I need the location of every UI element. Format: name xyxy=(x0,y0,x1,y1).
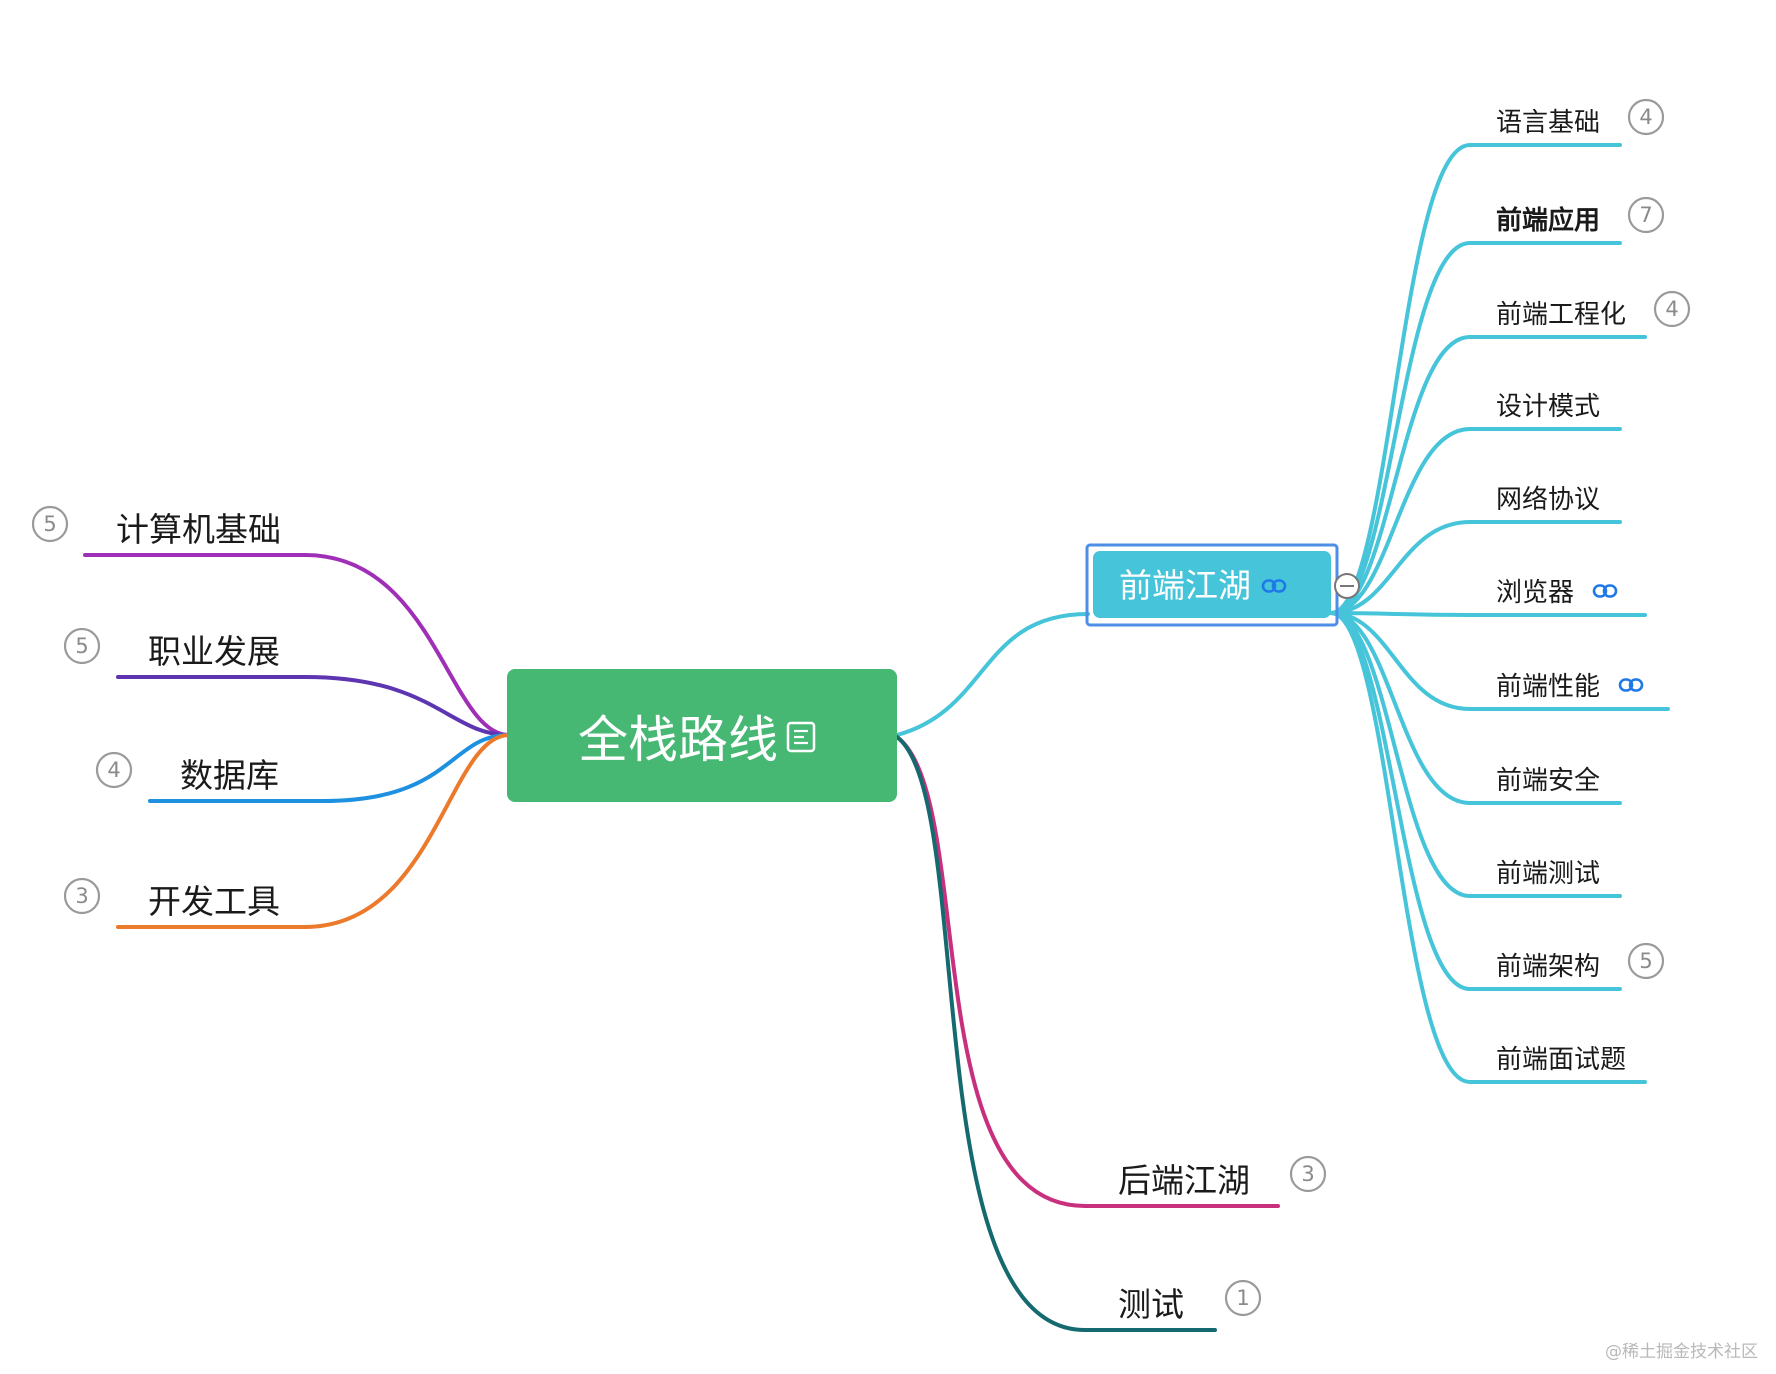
branch-node-dev-tools[interactable]: 开发工具 xyxy=(148,882,280,921)
badge-fe-arch[interactable]: 5 xyxy=(1627,942,1665,980)
frontend-child-fe-arch[interactable]: 前端架构 xyxy=(1496,952,1600,982)
badge-dev-tools[interactable]: 3 xyxy=(63,877,101,915)
branch-node-cs-basics[interactable]: 计算机基础 xyxy=(116,510,281,549)
badge-count: 1 xyxy=(1236,1286,1249,1310)
badge-database[interactable]: 4 xyxy=(95,751,133,789)
connector-fe-testing xyxy=(1329,611,1622,898)
connector-dev-tools xyxy=(116,733,511,929)
connector-frontend xyxy=(895,612,1090,737)
badge-count: 4 xyxy=(1665,297,1678,321)
frontend-child-fe-perf[interactable]: 前端性能 xyxy=(1496,672,1600,702)
badge-fe-apps[interactable]: 7 xyxy=(1627,196,1665,234)
connector-testing xyxy=(895,735,1217,1332)
frontend-child-label-fe-testing: 前端测试 xyxy=(1496,859,1600,889)
frontend-child-label-fe-apps: 前端应用 xyxy=(1496,205,1600,236)
badge-backend[interactable]: 3 xyxy=(1289,1155,1327,1193)
note-icon[interactable] xyxy=(786,721,816,753)
badge-circle xyxy=(1289,1155,1327,1193)
frontend-child-lang-basics[interactable]: 语言基础 xyxy=(1496,108,1600,138)
badge-circle xyxy=(1627,98,1665,136)
badge-circle xyxy=(1627,196,1665,234)
badge-fe-eng[interactable]: 4 xyxy=(1653,290,1691,328)
frontend-node-label: 前端江湖 xyxy=(1119,566,1251,605)
badge-circle xyxy=(31,505,69,543)
frontend-child-label-fe-perf: 前端性能 xyxy=(1496,672,1600,702)
badge-circle xyxy=(1653,290,1691,328)
badge-circle xyxy=(1627,942,1665,980)
badge-count: 7 xyxy=(1639,203,1652,227)
watermark: @稀土掘金技术社区 xyxy=(1605,1342,1758,1362)
branch-label-backend: 后端江湖 xyxy=(1118,1161,1250,1200)
root-node-box xyxy=(507,669,897,802)
frontend-child-label-design-patterns: 设计模式 xyxy=(1496,392,1600,422)
badge-count: 4 xyxy=(107,758,120,782)
badge-circle xyxy=(1224,1279,1262,1317)
frontend-child-fe-eng[interactable]: 前端工程化 xyxy=(1496,300,1626,330)
frontend-child-network[interactable]: 网络协议 xyxy=(1496,485,1600,515)
badge-circle xyxy=(95,751,133,789)
connector-backend xyxy=(895,735,1280,1208)
connector-database xyxy=(148,733,511,803)
branch-node-testing[interactable]: 测试 xyxy=(1118,1285,1184,1324)
badge-circle xyxy=(63,627,101,665)
badge-lang-basics[interactable]: 4 xyxy=(1627,98,1665,136)
connector-network xyxy=(1329,520,1622,615)
badge-circle xyxy=(63,877,101,915)
nodes: 全栈路线 计算机基础 5 职业发展 5 数据库 4 开发工具 3 前端江湖 语言基础 4 前端应用 7 前端… xyxy=(31,98,1691,1324)
frontend-child-design-patterns[interactable]: 设计模式 xyxy=(1496,392,1600,422)
link-icon-fe-perf[interactable] xyxy=(1618,678,1644,692)
branch-node-career[interactable]: 职业发展 xyxy=(148,632,280,671)
frontend-child-label-fe-eng: 前端工程化 xyxy=(1496,300,1626,330)
badge-testing[interactable]: 1 xyxy=(1224,1279,1262,1317)
frontend-node[interactable]: 前端江湖 xyxy=(1085,543,1339,627)
connector-fe-perf xyxy=(1329,611,1670,711)
connector-fe-eng xyxy=(1329,335,1647,615)
collapse-minus-icon[interactable] xyxy=(1334,573,1360,599)
badge-count: 5 xyxy=(43,512,56,536)
link-icon[interactable] xyxy=(1261,579,1287,593)
root-node-label: 全栈路线 xyxy=(578,711,778,769)
frontend-child-fe-testing[interactable]: 前端测试 xyxy=(1496,859,1600,889)
frontend-child-fe-apps[interactable]: 前端应用 xyxy=(1496,205,1600,236)
branch-label-cs-basics: 计算机基础 xyxy=(116,510,281,549)
frontend-child-browser[interactable]: 浏览器 xyxy=(1496,578,1574,608)
connector-career xyxy=(116,675,511,737)
connector-cs-basics xyxy=(83,553,511,737)
badge-count: 3 xyxy=(1301,1162,1314,1186)
badge-cs-basics[interactable]: 5 xyxy=(31,505,69,543)
frontend-child-label-fe-interview: 前端面试题 xyxy=(1496,1045,1626,1075)
connector-browser xyxy=(1329,611,1647,617)
branch-node-database[interactable]: 数据库 xyxy=(180,756,279,795)
frontend-child-label-fe-security: 前端安全 xyxy=(1496,766,1600,796)
connector-fe-interview xyxy=(1329,611,1647,1084)
badge-count: 4 xyxy=(1639,105,1652,129)
frontend-child-label-browser: 浏览器 xyxy=(1496,578,1574,608)
root-node[interactable]: 全栈路线 xyxy=(507,669,897,802)
badge-count: 3 xyxy=(75,884,88,908)
frontend-child-label-lang-basics: 语言基础 xyxy=(1496,108,1600,138)
branch-label-database: 数据库 xyxy=(180,756,279,795)
frontend-child-label-network: 网络协议 xyxy=(1496,485,1600,515)
connector-fe-security xyxy=(1329,611,1622,805)
frontend-child-fe-interview[interactable]: 前端面试题 xyxy=(1496,1045,1626,1075)
badge-count: 5 xyxy=(1639,949,1652,973)
frontend-node-box xyxy=(1093,551,1331,618)
badge-career[interactable]: 5 xyxy=(63,627,101,665)
branch-label-dev-tools: 开发工具 xyxy=(148,882,280,921)
branch-label-testing: 测试 xyxy=(1118,1285,1184,1324)
connector-design-patterns xyxy=(1329,427,1622,615)
branch-label-career: 职业发展 xyxy=(148,632,280,671)
branch-node-backend[interactable]: 后端江湖 xyxy=(1118,1161,1250,1200)
badge-count: 5 xyxy=(75,634,88,658)
frontend-child-fe-security[interactable]: 前端安全 xyxy=(1496,766,1600,796)
frontend-child-label-fe-arch: 前端架构 xyxy=(1496,952,1600,982)
link-icon-browser[interactable] xyxy=(1592,584,1618,598)
